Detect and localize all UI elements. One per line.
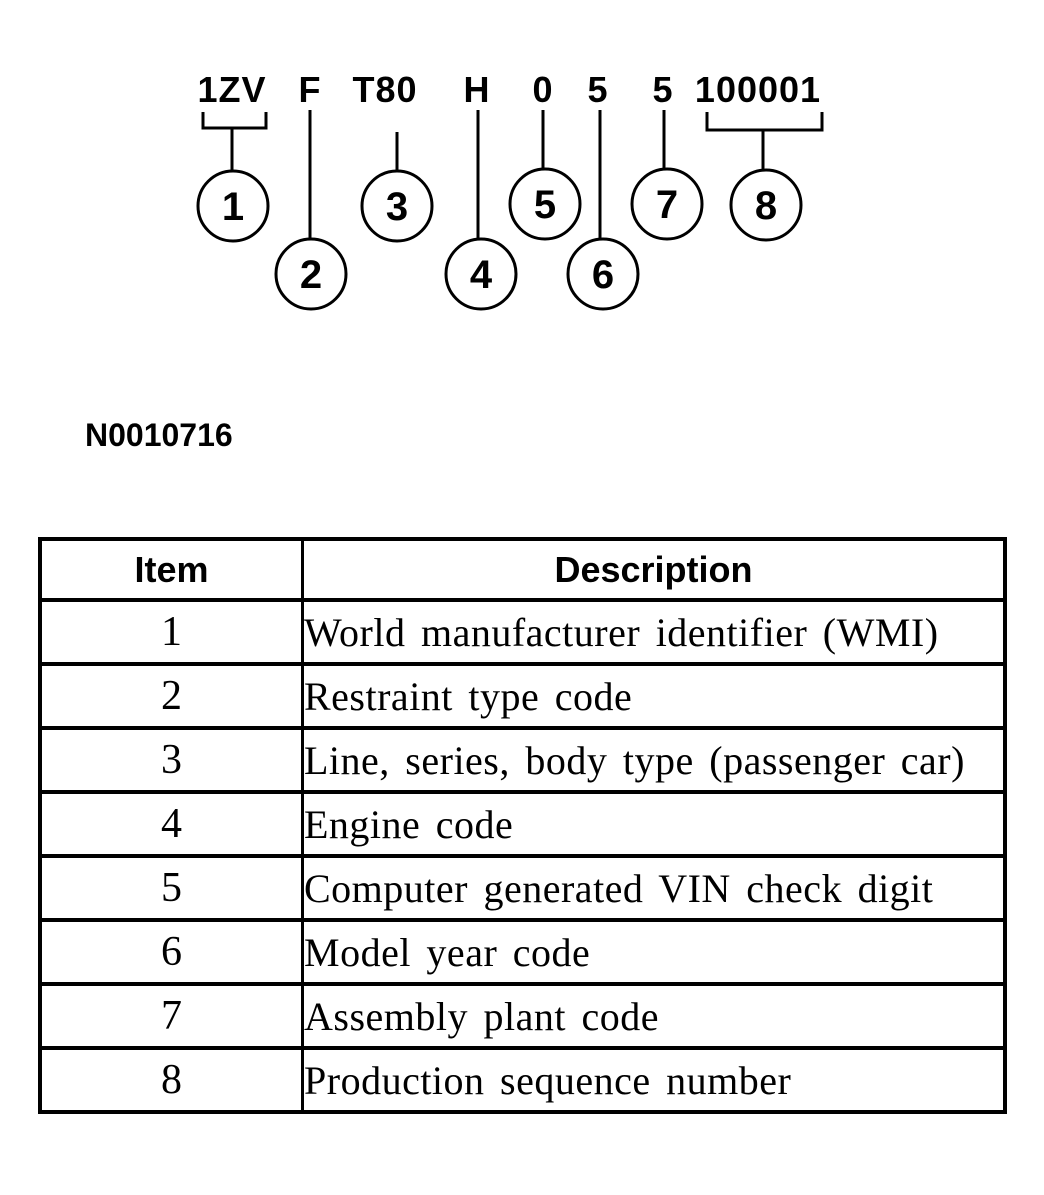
callout-4: 4 — [444, 237, 518, 311]
callout-8: 8 — [729, 168, 803, 242]
table-row: 3 Line, series, body type (passenger car… — [38, 726, 1007, 794]
item-cell: 6 — [38, 918, 304, 986]
callout-number: 8 — [755, 184, 777, 228]
callout-circle — [274, 237, 348, 311]
vin-segment-code: F — [299, 69, 322, 110]
description-cell: Production sequence number — [301, 1046, 1007, 1114]
item-cell: 5 — [38, 854, 304, 922]
description-cell: Line, series, body type (passenger car) — [301, 726, 1007, 794]
callout-number: 5 — [534, 183, 556, 227]
callout-circle — [444, 237, 518, 311]
vin-segment-code: 5 — [652, 69, 673, 110]
callout-circle — [729, 168, 803, 242]
table-header-row: Item Description — [38, 537, 1007, 602]
item-cell: 1 — [38, 598, 304, 666]
callout-bracket — [705, 112, 824, 170]
figure-number-label: N0010716 — [85, 417, 233, 453]
callout-7: 7 — [630, 167, 704, 241]
description-cell: Engine code — [301, 790, 1007, 858]
table-row: 6 Model year code — [38, 918, 1007, 986]
item-cell: 7 — [38, 982, 304, 1050]
vin-segment-code: H — [464, 69, 491, 110]
description-cell: World manufacturer identifier (WMI) — [301, 598, 1007, 666]
item-cell: 8 — [38, 1046, 304, 1114]
description-cell: Model year code — [301, 918, 1007, 986]
item-cell: 2 — [38, 662, 304, 730]
description-column-header: Description — [301, 537, 1007, 602]
vin-segment-code: T80 — [352, 69, 417, 110]
vin-segment-code: 1ZV — [197, 69, 266, 110]
table-row: 1 World manufacturer identifier (WMI) — [38, 598, 1007, 666]
callout-number: 6 — [592, 253, 614, 297]
callout-number: 1 — [222, 185, 244, 229]
callout-3: 3 — [360, 169, 434, 243]
callout-number: 7 — [656, 183, 678, 227]
vin-breakdown-diagram: 1ZV F T80 H 0 5 5 100001 1 2 3 4 — [85, 69, 824, 453]
item-cell: 4 — [38, 790, 304, 858]
vin-segment-code: 0 — [532, 69, 553, 110]
callout-circle — [360, 169, 434, 243]
callout-circle — [508, 167, 582, 241]
table-row: 2 Restraint type code — [38, 662, 1007, 730]
vin-legend-table: Item Description 1 World manufacturer id… — [38, 537, 1007, 1114]
table-row: 4 Engine code — [38, 790, 1007, 858]
description-cell: Restraint type code — [301, 662, 1007, 730]
vin-segment-code: 100001 — [695, 69, 821, 110]
table-row: 5 Computer generated VIN check digit — [38, 854, 1007, 922]
callout-2: 2 — [274, 237, 348, 311]
callout-1: 1 — [196, 169, 270, 243]
callout-circle — [566, 237, 640, 311]
callout-bracket — [201, 112, 268, 171]
callout-number: 2 — [300, 253, 322, 297]
vin-segment-code: 5 — [587, 69, 608, 110]
description-cell: Computer generated VIN check digit — [301, 854, 1007, 922]
callout-number: 3 — [386, 185, 408, 229]
item-cell: 3 — [38, 726, 304, 794]
callout-5: 5 — [508, 167, 582, 241]
callout-circle — [196, 169, 270, 243]
callout-6: 6 — [566, 237, 640, 311]
table-row: 7 Assembly plant code — [38, 982, 1007, 1050]
callout-circle — [630, 167, 704, 241]
description-cell: Assembly plant code — [301, 982, 1007, 1050]
callout-number: 4 — [470, 253, 493, 297]
table-row: 8 Production sequence number — [38, 1046, 1007, 1114]
item-column-header: Item — [38, 537, 304, 602]
